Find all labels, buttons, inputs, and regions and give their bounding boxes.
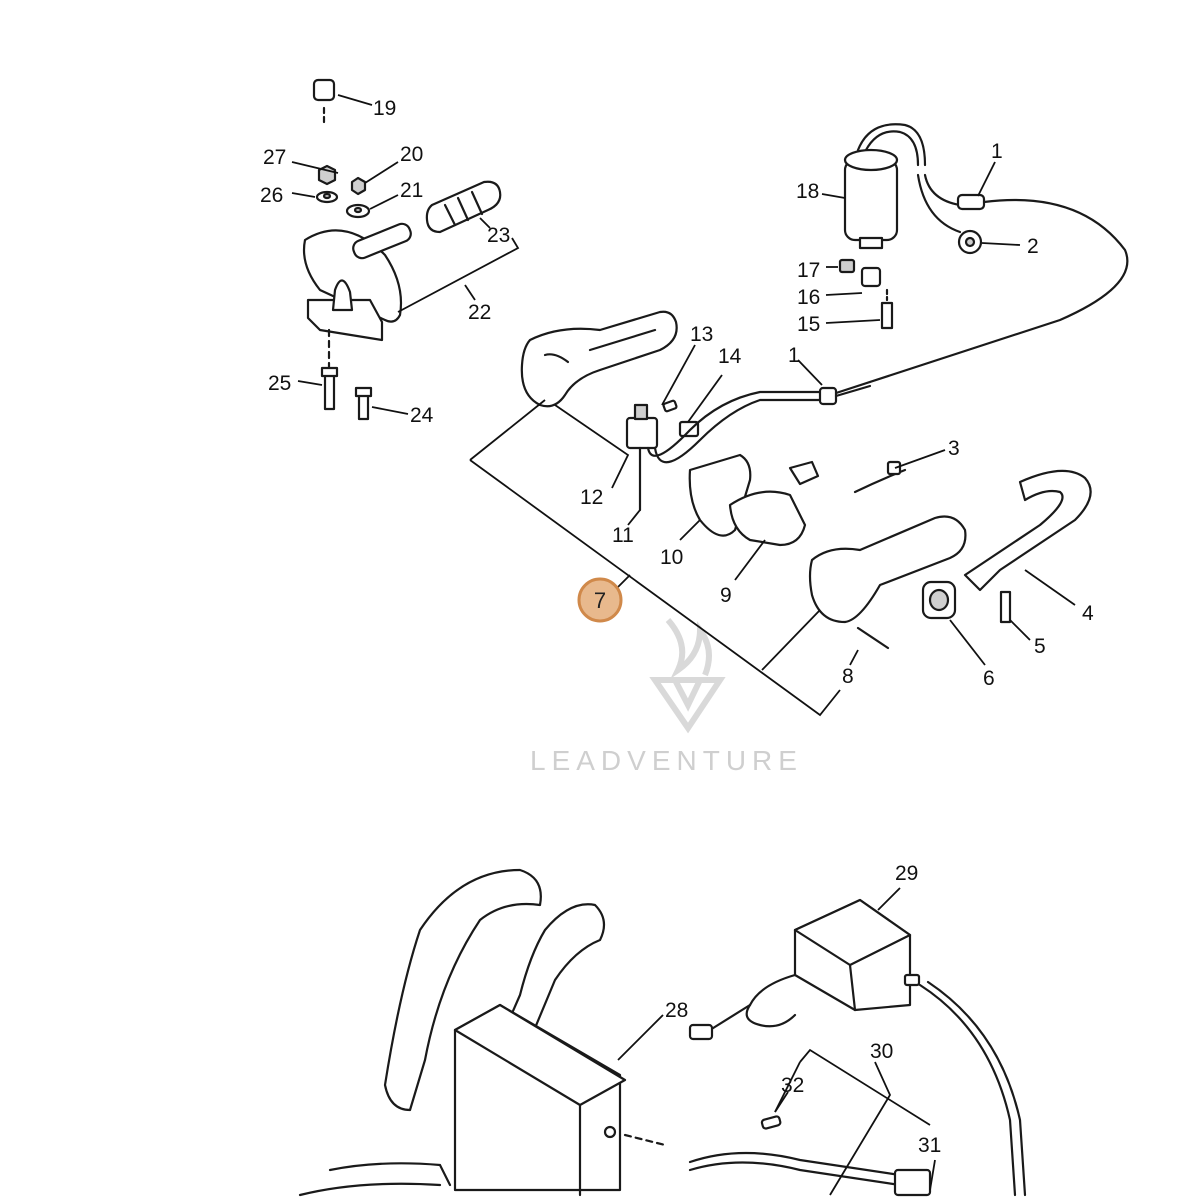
callout-25: 25 (268, 372, 291, 395)
bolt-5 (999, 590, 1012, 624)
clip-3 (853, 460, 907, 494)
wire-connector-1a (828, 173, 1129, 397)
pin-13 (662, 399, 678, 413)
callout-23: 23 (487, 224, 510, 247)
callout-6: 6 (983, 667, 995, 690)
callout-7-hotspot[interactable]: 7 (577, 577, 623, 623)
cap-nut-19 (312, 78, 336, 124)
ignition-coil-18 (843, 123, 927, 250)
terminal-2 (957, 229, 983, 255)
bolt-24 (354, 386, 373, 421)
damper-6 (921, 580, 957, 620)
callout-7[interactable]: 7 (594, 588, 606, 613)
handle-half-7 (520, 310, 678, 408)
screw-15 (880, 288, 894, 330)
wire-harness-11 (638, 384, 872, 512)
callout-4: 4 (1082, 602, 1094, 625)
battery-box-28 (453, 1003, 627, 1197)
spring-17 (838, 258, 856, 274)
callout-13: 13 (690, 323, 713, 346)
callout-20: 20 (400, 143, 423, 166)
callout-14: 14 (718, 345, 742, 368)
callout-1b: 1 (788, 344, 800, 367)
guard-plate-22 (302, 222, 412, 342)
watermark-logo (649, 618, 726, 734)
watermark-text: LEADVENTURE (530, 745, 803, 776)
callout-8: 8 (842, 665, 854, 688)
bolt-25 (320, 328, 339, 411)
washer-26 (315, 190, 339, 204)
grip-23 (425, 180, 502, 234)
washer-21 (345, 203, 371, 219)
callout-15: 15 (797, 313, 820, 336)
callout-7-circle[interactable] (577, 577, 623, 623)
switch-12 (625, 403, 659, 450)
callout-29: 29 (895, 862, 918, 885)
callout-19: 19 (373, 97, 396, 120)
callout-labels: 19 27 20 26 21 23 22 25 24 1 18 2 17 16 … (260, 97, 1094, 1157)
callout-5: 5 (1034, 635, 1046, 658)
callout-26: 26 (260, 184, 283, 207)
callout-24: 24 (410, 404, 434, 427)
nut-20 (350, 176, 367, 196)
callout-28: 28 (665, 999, 688, 1022)
screw-8 (856, 626, 890, 650)
handle-half-7b (808, 515, 967, 624)
callout-10: 10 (660, 546, 683, 569)
callout-1a: 1 (991, 140, 1003, 163)
bushing-16 (860, 266, 882, 288)
callout-9: 9 (720, 584, 732, 607)
callout-30: 30 (870, 1040, 893, 1063)
callout-21: 21 (400, 179, 423, 202)
callout-27: 27 (263, 146, 286, 169)
throttle-assembly-9 (728, 460, 820, 547)
cable-31 (623, 1133, 932, 1197)
callout-16: 16 (797, 286, 820, 309)
callout-17: 17 (797, 259, 820, 282)
callout-22: 22 (468, 301, 491, 324)
callout-3: 3 (948, 437, 960, 460)
callout-12: 12 (580, 486, 603, 509)
leader-lines (291, 94, 1076, 1196)
callout-31: 31 (918, 1134, 941, 1157)
callout-18: 18 (796, 180, 819, 203)
callout-32: 32 (781, 1074, 804, 1097)
fuse-32 (760, 1115, 782, 1130)
callout-2: 2 (1027, 235, 1039, 258)
callout-11: 11 (612, 524, 634, 547)
loop-handle-4 (963, 469, 1092, 592)
charger-29 (688, 898, 1027, 1197)
